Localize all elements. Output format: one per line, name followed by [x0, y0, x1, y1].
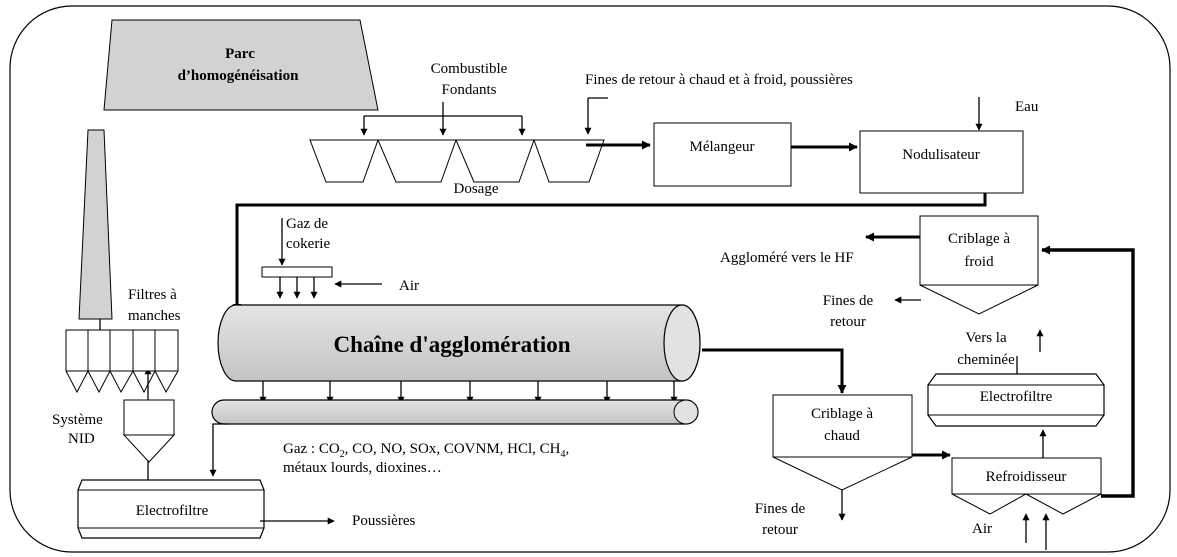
fuel-fluxes: Combustible Fondants: [360, 61, 526, 136]
stack-line2: cheminée: [957, 352, 1015, 368]
park-label-line2: d’homogénéisation: [178, 68, 300, 84]
hot-screen: Criblage à chaud: [772, 394, 913, 491]
esp-right-label: Electrofiltre: [980, 389, 1053, 405]
mixer-label: Mélangeur: [690, 139, 755, 155]
windbox-arrows: [259, 381, 678, 404]
gas-composition-line2: métaux lourds, dioxines…: [283, 460, 442, 476]
hot-screen-line1: Criblage à: [811, 406, 873, 422]
nid-line2: NID: [68, 431, 95, 447]
chain-to-hot-screen-line: [702, 348, 847, 394]
mixer-box: Mélangeur: [653, 122, 792, 187]
filters-line1: Filtres à: [128, 287, 177, 303]
air-top-label: Air: [399, 278, 419, 294]
fuel-label-line2: Fondants: [441, 82, 496, 98]
chain-label: Chaîne d'agglomération: [333, 332, 570, 357]
fines-right-line1: Fines de: [823, 293, 874, 309]
gas-prefix: Gaz : CO: [283, 441, 340, 457]
gas-sub-co2: 2: [340, 449, 345, 460]
park-label-line1: Parc: [225, 46, 255, 62]
fines-bottom-line2: retour: [762, 522, 798, 538]
gas-composition-line1: Gaz : CO2, CO, NO, SOx, COVNM, HCl, CH4,: [283, 441, 569, 460]
dosing-hoppers: [309, 139, 605, 183]
fines-right-line2: retour: [830, 314, 866, 330]
gas-collector-pipe: [211, 399, 699, 425]
cooler-label: Refroidisseur: [986, 469, 1067, 485]
cold-screen: Criblage à froid: [919, 215, 1039, 315]
cooler: Refroidisseur: [951, 457, 1102, 515]
sinter-label: Aggloméré vers le HF: [720, 250, 854, 266]
esp-left-label: Electrofiltre: [136, 503, 209, 519]
nodulizer-label: Nodulisateur: [902, 147, 979, 163]
esp-right: Electrofiltre: [927, 373, 1105, 427]
hot-screen-line2: chaud: [824, 428, 860, 444]
nid-system: Système NID: [52, 367, 176, 480]
nid-line1: Système: [52, 412, 103, 428]
homogenization-park: Parc d’homogénéisation: [103, 19, 379, 111]
coke-gas-line1: Gaz de: [286, 216, 328, 232]
gas-middle: , CO, NO, SOx, COVNM, HCl, CH: [345, 441, 561, 457]
fuel-label-line1: Combustible: [431, 61, 508, 77]
chimney: [78, 129, 113, 320]
stack-line1: Vers la: [965, 330, 1007, 346]
nodulizer-to-chain-line: [232, 193, 987, 313]
gas-sub-ch4: 4: [561, 449, 566, 460]
esp-left: Electrofiltre: [77, 479, 265, 539]
sintering-chain: Chaîne d'agglomération: [217, 304, 701, 382]
dosing-label: Dosage: [454, 181, 499, 197]
gas-suffix: ,: [566, 441, 570, 457]
dust-label: Poussières: [352, 513, 415, 529]
ignition-burner: Gaz de cokerie Air: [261, 216, 419, 299]
fines-bottom-line1: Fines de: [755, 501, 806, 517]
cold-screen-line1: Criblage à: [948, 231, 1010, 247]
coke-gas-line2: cokerie: [286, 236, 330, 252]
cooler-to-cold-screen-line: [1041, 245, 1135, 498]
filters-line2: manches: [128, 308, 181, 324]
nodulizer-box: Nodulisateur: [859, 130, 1024, 194]
cold-screen-line2: froid: [964, 254, 994, 270]
bag-filters: Filtres à manches: [65, 287, 181, 394]
water-label: Eau: [1015, 99, 1039, 115]
pipe-to-esp-left: [209, 423, 228, 477]
fines-return-label: Fines de retour à chaud et à froid, pous…: [585, 72, 853, 88]
air-bottom-label: Air: [972, 521, 992, 537]
diagram-frame: [9, 5, 1171, 553]
